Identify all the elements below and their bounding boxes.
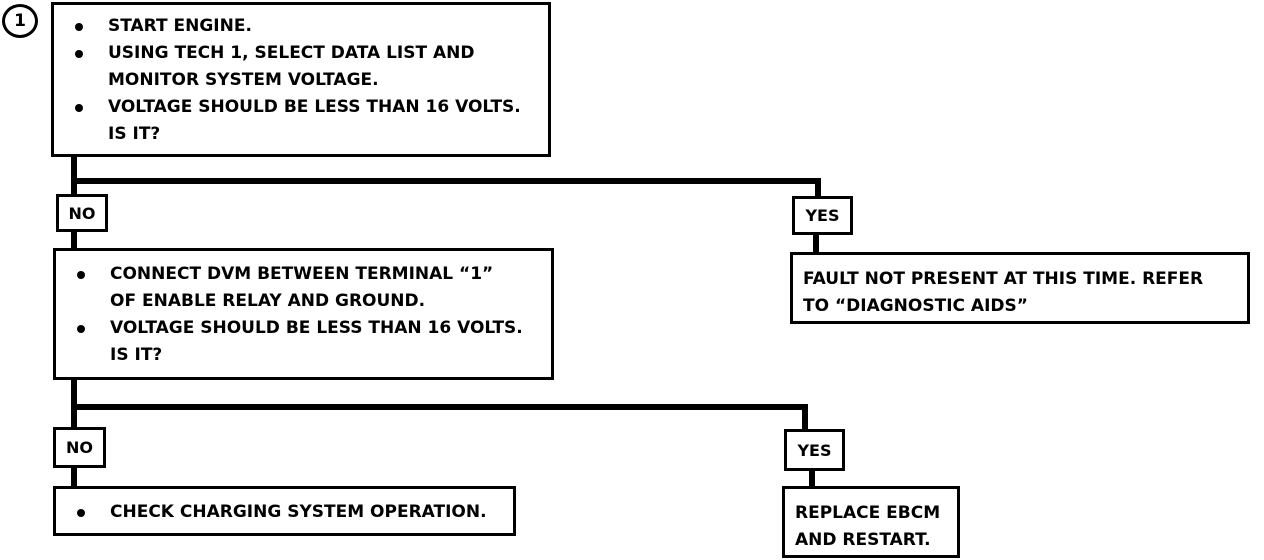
step2-item-line: OF ENABLE RELAY AND GROUND. [110, 291, 426, 311]
check-charging-box: CHECK CHARGING SYSTEM OPERATION. [53, 486, 516, 536]
bullet-icon [77, 509, 85, 517]
bullet-icon [77, 325, 85, 333]
fault-box-line: FAULT NOT PRESENT AT THIS TIME. REFER [803, 269, 1204, 289]
bullet-icon [75, 23, 83, 31]
step1-list: START ENGINE. USING TECH 1, SELECT DATA … [66, 13, 538, 148]
step2-box: CONNECT DVM BETWEEN TERMINAL “1” OF ENAB… [53, 248, 554, 380]
step1-box: START ENGINE. USING TECH 1, SELECT DATA … [51, 2, 551, 157]
charging-item: CHECK CHARGING SYSTEM OPERATION. [68, 499, 503, 526]
charging-item-line: CHECK CHARGING SYSTEM OPERATION. [110, 502, 487, 522]
step-number: 1 [14, 11, 26, 31]
branch1-yes-label: YES [792, 196, 853, 235]
bullet-icon [75, 104, 83, 112]
fault-box-line: TO “DIAGNOSTIC AIDS” [803, 296, 1028, 316]
yes-label-text: YES [797, 440, 832, 460]
yes-label-text: YES [805, 206, 840, 225]
step1-item: USING TECH 1, SELECT DATA LIST AND MONIT… [66, 40, 538, 94]
branch2-no-label: NO [53, 427, 106, 468]
replace-box-line: AND RESTART. [795, 530, 931, 550]
step1-item-line: USING TECH 1, SELECT DATA LIST AND [108, 43, 475, 63]
step2-list: CONNECT DVM BETWEEN TERMINAL “1” OF ENAB… [68, 261, 541, 369]
step1-item-line: MONITOR SYSTEM VOLTAGE. [108, 70, 379, 90]
bullet-icon [75, 50, 83, 58]
no-label-text: NO [68, 203, 96, 223]
step-number-circle: 1 [2, 4, 38, 38]
step2-item-line: CONNECT DVM BETWEEN TERMINAL “1” [110, 264, 494, 284]
no-label-text: NO [66, 438, 93, 457]
step2-item: VOLTAGE SHOULD BE LESS THAN 16 VOLTS. IS… [68, 315, 541, 369]
step2-item-line: VOLTAGE SHOULD BE LESS THAN 16 VOLTS. [110, 318, 523, 338]
fault-not-present-box: FAULT NOT PRESENT AT THIS TIME. REFER TO… [790, 252, 1250, 324]
branch2-yes-label: YES [784, 429, 845, 471]
step1-item-line: START ENGINE. [108, 16, 252, 36]
step2-item: CONNECT DVM BETWEEN TERMINAL “1” OF ENAB… [68, 261, 541, 315]
step1-item-line: IS IT? [108, 124, 161, 144]
branch1-no-label: NO [56, 194, 108, 232]
step1-item: VOLTAGE SHOULD BE LESS THAN 16 VOLTS. IS… [66, 94, 538, 148]
step2-item-line: IS IT? [110, 345, 163, 365]
step1-item: START ENGINE. [66, 13, 538, 40]
replace-box-line: REPLACE EBCM [795, 503, 941, 523]
replace-ebcm-box: REPLACE EBCM AND RESTART. [782, 486, 960, 558]
step1-item-line: VOLTAGE SHOULD BE LESS THAN 16 VOLTS. [108, 97, 521, 117]
charging-list: CHECK CHARGING SYSTEM OPERATION. [68, 499, 503, 526]
bullet-icon [77, 271, 85, 279]
